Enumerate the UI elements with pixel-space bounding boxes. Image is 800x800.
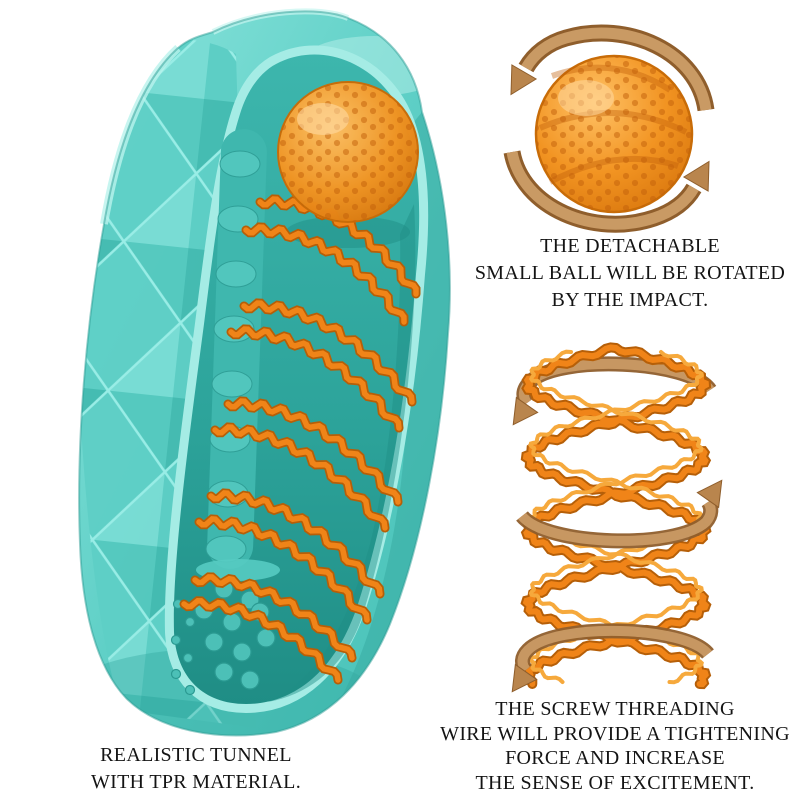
caption-line: THE SENSE OF EXCITEMENT. xyxy=(475,771,755,794)
screw-threading-illustration xyxy=(511,342,723,693)
caption-line: BY THE IMPACT. xyxy=(551,289,709,311)
wrap-arrow-middle xyxy=(516,479,723,549)
wrap-arrow-bottom xyxy=(511,623,714,693)
spiral-ribs xyxy=(179,194,421,685)
rotation-arrow-bottom xyxy=(503,150,710,233)
caption-line: REALISTIC TUNNEL xyxy=(100,744,292,766)
rotation-arrow-top xyxy=(510,24,715,112)
rotating-ball-illustration xyxy=(503,24,715,233)
tunnel-core-texture xyxy=(170,129,280,696)
caption-line: FORCE AND INCREASE xyxy=(505,747,725,769)
inner-textured-ball xyxy=(277,81,419,223)
caption-line: THE SCREW THREADING xyxy=(495,698,735,720)
cutaway-sleeve-illustration xyxy=(78,8,451,737)
caption-line: THE DETACHABLE xyxy=(540,235,720,257)
caption-detachable-ball: THE DETACHABLE SMALL BALL WILL BE ROTATE… xyxy=(462,233,798,314)
caption-screw-threading: THE SCREW THREADING WIRE WILL PROVIDE A … xyxy=(426,697,800,795)
caption-line: WITH TPR MATERIAL. xyxy=(90,771,302,793)
caption-line: WIRE WILL PROVIDE A TIGHTENING xyxy=(440,722,790,745)
caption-realistic-tunnel: REALISTIC TUNNEL WITH TPR MATERIAL. xyxy=(48,742,344,796)
caption-line: SMALL BALL WILL BE ROTATED xyxy=(474,262,786,284)
detachable-ball xyxy=(534,54,694,214)
